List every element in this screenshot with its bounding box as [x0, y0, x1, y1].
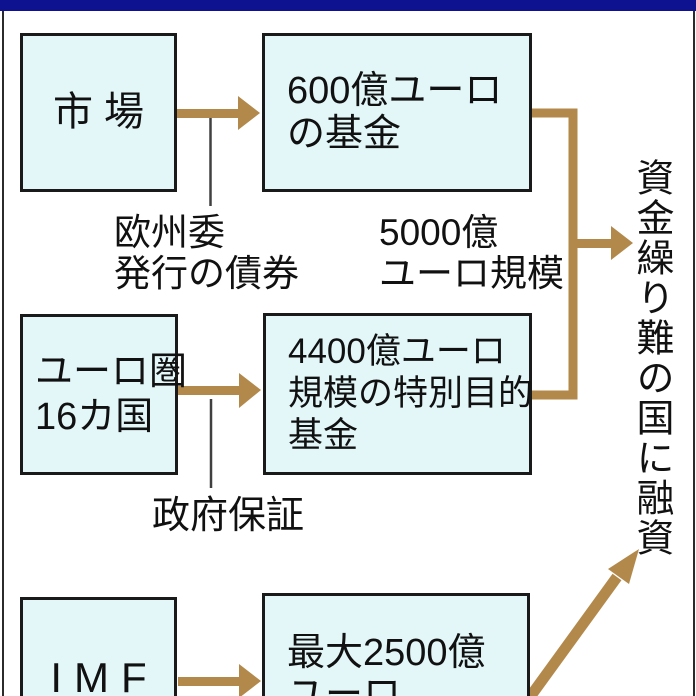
spv-4400b-euro-box: 4400億ユーロ 規模の特別目的 基金 — [263, 313, 534, 475]
max2500-line2: ユーロ — [287, 674, 402, 696]
fund-600b-line1: 600億ユーロ — [287, 69, 503, 112]
arrow-imf-to-max2500 — [178, 664, 261, 696]
govt-guarantee-label: 政府保証 — [152, 495, 305, 537]
ec-bonds-line1: 欧州委 — [114, 212, 225, 253]
spv-line1: 4400億ユーロ — [288, 332, 506, 371]
spv-line3: 基金 — [288, 416, 359, 455]
fund-600b-line2: の基金 — [287, 112, 402, 155]
market-box: 市 場 — [20, 33, 177, 192]
scale-5000b-line1: 5000億 — [379, 212, 499, 253]
scale-5000b-line2: ユーロ規模 — [379, 253, 564, 294]
left-frame-line — [2, 11, 4, 696]
imf-box-label: IMF — [50, 653, 159, 696]
arrow-eurozone-to-spv — [178, 373, 261, 408]
max2500-line1: 最大2500億 — [287, 632, 486, 674]
right-frame-line — [693, 11, 695, 696]
fund-600b-euro-box: 600億ユーロ の基金 — [262, 33, 532, 192]
ec-bonds-label: 欧州委 発行の債券 — [114, 212, 299, 294]
scale-5000b-label: 5000億 ユーロ規模 — [379, 212, 564, 294]
ec-bonds-line2: 発行の債券 — [114, 253, 299, 294]
arrow-bracket-to-lending — [573, 226, 633, 260]
spv-line2: 規模の特別目的 — [288, 374, 534, 413]
eurozone-line2: 16カ国 — [35, 395, 154, 438]
arrow-max2500-to-lending — [523, 549, 639, 696]
market-box-label: 市 場 — [52, 90, 145, 134]
eurozone-16-box: ユーロ圏 16カ国 — [20, 314, 188, 475]
bracket-connector — [532, 108, 578, 400]
lending-vertical-label: 資金繰り難の国に融資 — [630, 158, 672, 558]
arrow-market-to-fund600 — [177, 96, 260, 130]
header-bar — [0, 0, 696, 11]
imf-box: IMF — [20, 597, 177, 696]
max-2500b-euro-box: 最大2500億 ユーロ — [262, 593, 530, 696]
eurozone-line1: ユーロ圏 — [35, 350, 188, 393]
